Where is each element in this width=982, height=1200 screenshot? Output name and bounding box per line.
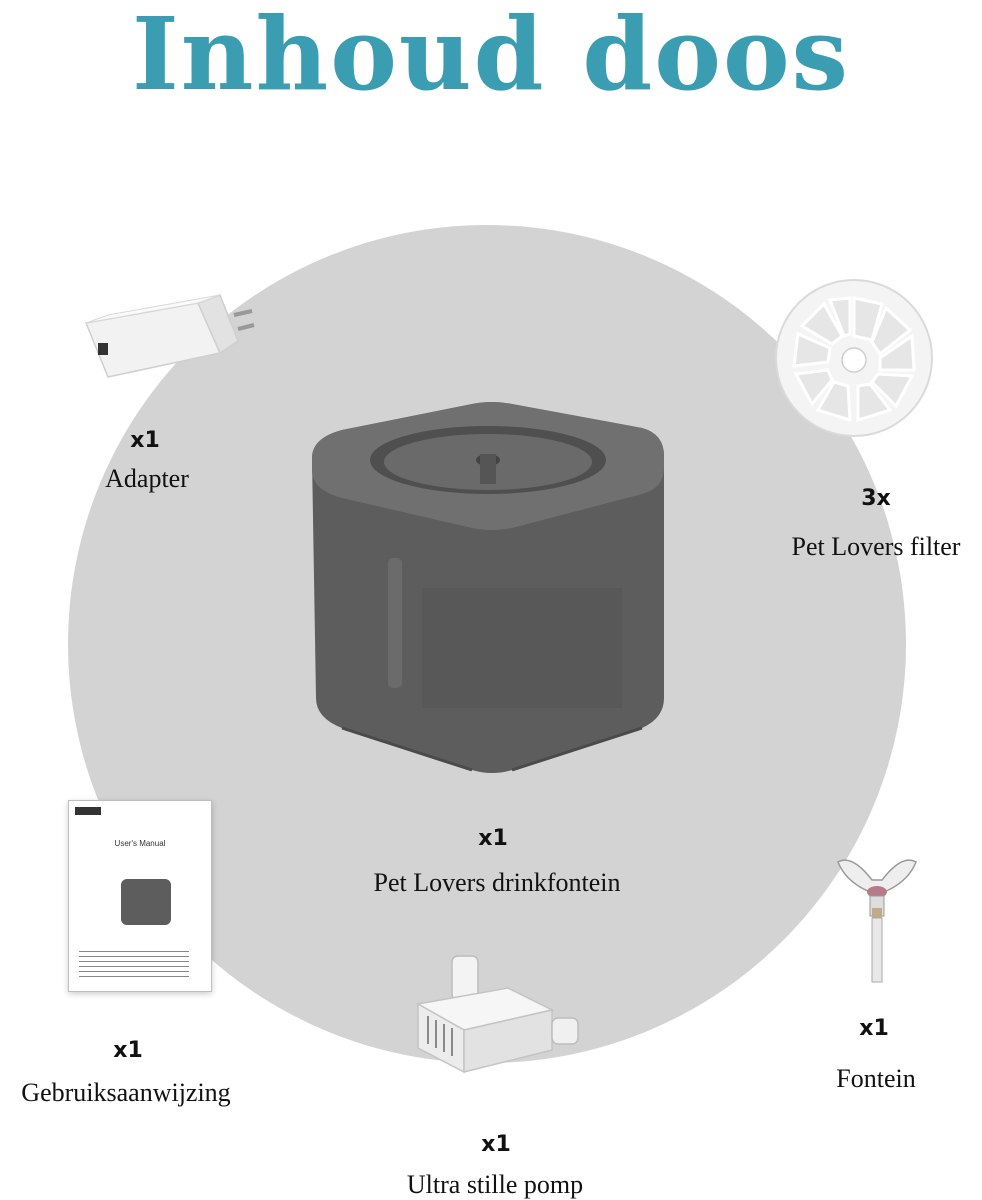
page-title: Inhoud doos bbox=[132, 0, 850, 113]
manual-text-lines bbox=[79, 951, 189, 979]
manual-product-image bbox=[121, 879, 171, 925]
manual-label: Gebruiksaanwijzing bbox=[21, 1078, 231, 1107]
nozzle-qty: x1 bbox=[859, 1016, 889, 1041]
pump-icon bbox=[415, 955, 579, 1074]
filter-icon bbox=[775, 279, 933, 437]
fountain-nozzle-icon bbox=[837, 859, 917, 983]
filter-label: Pet Lovers filter bbox=[791, 532, 961, 561]
manual-qty: x1 bbox=[113, 1038, 143, 1063]
pump-label: Ultra stille pomp bbox=[406, 1170, 584, 1199]
fountain-qty: x1 bbox=[478, 826, 508, 851]
adapter-qty: x1 bbox=[130, 428, 160, 453]
drinking-fountain-icon bbox=[312, 402, 664, 773]
fountain-label: Pet Lovers drinkfontein bbox=[373, 868, 621, 897]
pump-qty: x1 bbox=[481, 1132, 511, 1157]
manual-logo-icon bbox=[75, 807, 101, 815]
filter-qty: 3x bbox=[861, 486, 891, 511]
adapter-icon bbox=[84, 294, 255, 378]
manual-header: User's Manual bbox=[114, 839, 166, 848]
adapter-label: Adapter bbox=[105, 464, 189, 493]
nozzle-label: Fontein bbox=[836, 1064, 916, 1093]
manual-icon: User's Manual bbox=[68, 800, 212, 992]
